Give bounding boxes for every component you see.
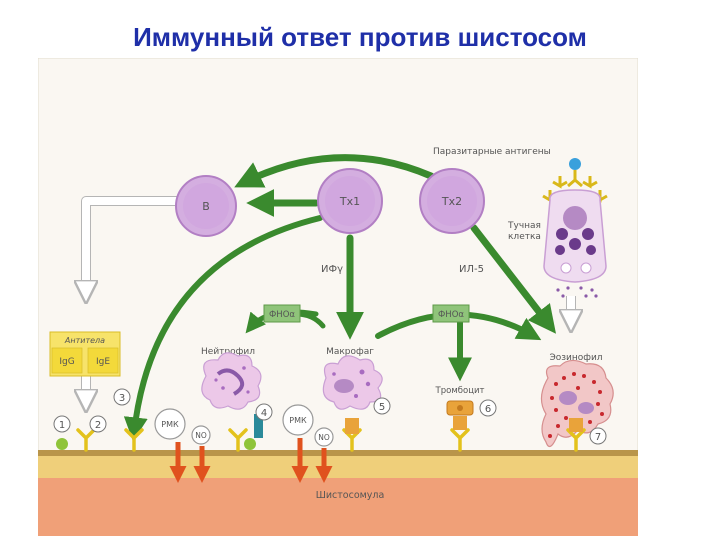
marker-3 [113, 388, 131, 406]
eosinophil [540, 359, 614, 448]
toxic-products-arrows [169, 438, 333, 483]
th1-cell [317, 168, 383, 234]
mast-cell [543, 189, 607, 283]
arrow-th1-to-antibody [123, 215, 323, 442]
macrophage [322, 355, 383, 410]
slide-title: Иммунный ответ против шистосом [133, 22, 587, 52]
eosinophil-label: Эозинофил [549, 353, 602, 363]
mast-granules-released [556, 286, 598, 298]
th2-label: Тх2 [441, 195, 462, 208]
marker-7 [589, 427, 607, 445]
marker-3-label: 3 [119, 393, 125, 404]
fc-receptor-7 [569, 418, 583, 432]
schistosomula-body [38, 478, 638, 536]
platelet-label: Тромбоцит [435, 386, 485, 396]
immune-response-diagram: B Тх1 Тх2 Паразитарные антигены Тучная к… [38, 58, 638, 536]
marker-1 [53, 415, 71, 433]
marker-5-label: 5 [379, 402, 385, 413]
marker-4 [255, 403, 273, 421]
ige-label: IgE [96, 357, 110, 367]
arrow-b-to-antibodies [86, 197, 178, 293]
marker-6 [479, 399, 497, 417]
marker-4-label: 4 [261, 408, 267, 419]
rmk-right-badge [282, 404, 314, 436]
schistosomula-label: Шистосомула [316, 490, 385, 501]
tnf-label-left: ФНОα [269, 310, 295, 320]
neutrophil [201, 352, 262, 410]
arrow-th2-to-eosinophil [470, 224, 557, 334]
antigen-dot-1 [56, 438, 68, 450]
no-left-label: NO [195, 431, 207, 440]
tnf-box-right [432, 304, 470, 323]
fc-receptor-6 [453, 416, 467, 430]
marker-5 [373, 397, 391, 415]
th1-label: Тх1 [339, 195, 360, 208]
mast-cell-label-line2: клетка [508, 232, 541, 242]
b-cell-label: B [202, 200, 210, 213]
b-cell [175, 175, 237, 237]
membrane-line [38, 450, 638, 456]
mast-cell-label-line1: Тучная [507, 221, 541, 231]
tnf-box-left [263, 304, 301, 323]
fc-receptor-4 [254, 414, 263, 438]
rmk-right-label: РМК [289, 416, 307, 425]
antibodies-box [49, 331, 121, 377]
tnf-label-right: ФНОα [438, 310, 464, 320]
parasite-tegument [38, 456, 638, 478]
neutrophil-label: Нейтрофил [201, 347, 255, 357]
no-right-label: NO [318, 433, 330, 442]
ifn-gamma-label: ИФγ [321, 264, 343, 275]
antigen-dot-4 [244, 438, 256, 450]
arrow-th2-to-b [234, 154, 435, 188]
marker-1-label: 1 [59, 420, 65, 431]
marker-7-label: 7 [595, 432, 601, 443]
rmk-left-label: РМК [161, 420, 179, 429]
marker-2 [89, 415, 107, 433]
no-left-badge [191, 425, 211, 445]
igg-label: IgG [59, 357, 74, 367]
il5-label: ИЛ-5 [459, 264, 484, 275]
antibodies-label: Антитела [64, 336, 105, 345]
marker-6-label: 6 [485, 404, 491, 415]
macrophage-label: Макрофаг [326, 347, 374, 357]
surface-antibodies [76, 428, 586, 452]
antigen-dot [569, 158, 581, 170]
platelet [446, 400, 474, 416]
fc-receptor-5 [345, 418, 359, 434]
marker-2-label: 2 [95, 420, 101, 431]
parasite-antigens-label: Паразитарные антигены [433, 147, 551, 157]
rmk-left-badge [154, 408, 186, 440]
no-right-badge [314, 427, 334, 447]
th2-cell [419, 168, 485, 234]
